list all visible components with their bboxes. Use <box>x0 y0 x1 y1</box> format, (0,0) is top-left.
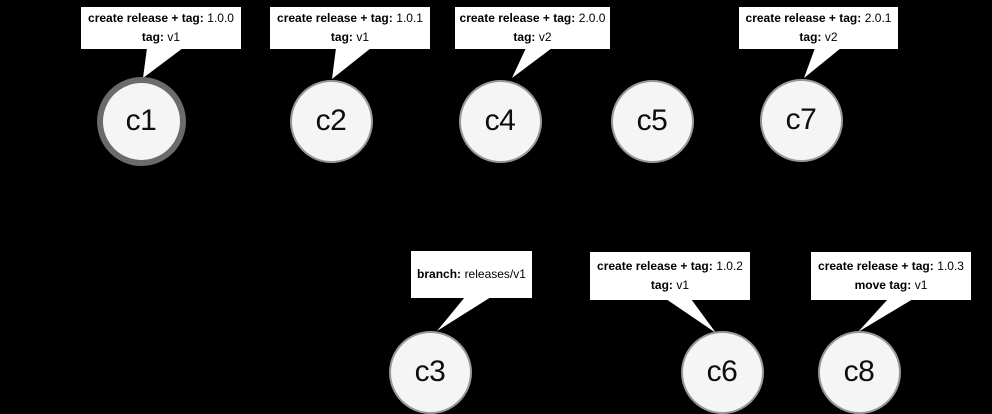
callout-field-value: 2.0.0 <box>578 11 606 25</box>
callout-line-2: move tag:v1 <box>811 276 971 295</box>
callout-field-value: 1.0.0 <box>207 11 234 25</box>
callout-c1: create release + tag:1.0.0 tag:v1 <box>81 7 241 49</box>
callout-c4: create release + tag:2.0.0 tag:v2 <box>455 7 610 49</box>
callout-tail-c4 <box>512 48 552 78</box>
callout-field-label: tag: <box>513 30 536 44</box>
commit-node-c1: c1 <box>96 76 186 166</box>
callout-field-label: branch: <box>417 267 462 281</box>
callout-field-value: v2 <box>538 30 552 44</box>
callout-field-label: create release + tag: <box>459 11 576 25</box>
callout-field-value: 1.0.3 <box>937 259 964 273</box>
callout-c6: create release + tag:1.0.2 tag:v1 <box>590 252 750 300</box>
callout-field-value: v1 <box>914 278 928 292</box>
callout-c7: create release + tag:2.0.1 tag:v2 <box>739 7 898 49</box>
callout-line-2: tag:v1 <box>270 28 430 47</box>
callout-field-value: 1.0.2 <box>716 259 743 273</box>
callout-field-value: v1 <box>676 278 690 292</box>
commit-node-c8: c8 <box>817 330 901 414</box>
callout-c2: create release + tag:1.0.1 tag:v1 <box>270 7 430 49</box>
callout-line-2: tag:v2 <box>455 28 610 47</box>
callout-field-label: create release + tag: <box>277 11 393 25</box>
callout-line-1: create release + tag:1.0.0 <box>81 9 241 28</box>
commit-node-label: c5 <box>636 104 668 137</box>
callout-line-1: create release + tag:2.0.1 <box>739 9 898 28</box>
callout-line-2: tag:v1 <box>81 28 241 47</box>
commit-node-c3: c3 <box>388 330 472 414</box>
callout-field-label: tag: <box>141 30 164 44</box>
commit-node-label: c8 <box>843 355 875 388</box>
callout-tail-c1 <box>143 48 183 78</box>
commit-node-c2: c2 <box>289 79 373 163</box>
callout-tail-c3 <box>437 297 491 331</box>
commit-node-label: c4 <box>484 104 516 137</box>
callout-tail-c8 <box>858 299 913 332</box>
commit-node-label: c6 <box>706 355 738 388</box>
callout-line-1: create release + tag:1.0.2 <box>590 257 750 276</box>
callout-field-value: releases/v1 <box>464 267 526 281</box>
commit-node-c4: c4 <box>458 79 542 163</box>
commit-node-label: c3 <box>414 355 446 388</box>
commit-node-label: c7 <box>785 103 817 136</box>
callout-field-label: move tag: <box>854 278 912 292</box>
commit-node-label: c1 <box>125 104 157 137</box>
callout-line-2: tag:v1 <box>590 276 750 295</box>
callout-line-2: tag:v2 <box>739 28 898 47</box>
callout-field-value: v1 <box>356 30 370 44</box>
commit-node-c6: c6 <box>680 330 764 414</box>
commit-node-c5: c5 <box>610 79 694 163</box>
callout-field-label: create release + tag: <box>597 259 713 273</box>
callout-c8: create release + tag:1.0.3 move tag:v1 <box>811 252 971 300</box>
callout-tail-c6 <box>666 299 716 333</box>
callout-line-1: branch:releases/v1 <box>411 265 532 284</box>
callout-field-label: tag: <box>799 30 822 44</box>
callout-line-1: create release + tag:1.0.3 <box>811 257 971 276</box>
callout-field-label: create release + tag: <box>818 259 934 273</box>
commit-node-c7: c7 <box>759 78 843 162</box>
callout-field-value: 1.0.1 <box>396 11 423 25</box>
callout-field-value: v1 <box>167 30 181 44</box>
callout-field-label: create release + tag: <box>745 11 862 25</box>
callout-c3: branch:releases/v1 <box>411 251 532 298</box>
callout-tail-c7 <box>804 48 841 78</box>
callout-field-value: 2.0.1 <box>864 11 892 25</box>
callout-field-label: tag: <box>650 278 673 292</box>
callout-tail-c2 <box>332 48 371 79</box>
commit-node-label: c2 <box>315 104 347 137</box>
callout-field-label: tag: <box>330 30 353 44</box>
callout-field-label: create release + tag: <box>88 11 204 25</box>
callout-line-1: create release + tag:2.0.0 <box>455 9 610 28</box>
callout-field-value: v2 <box>824 30 838 44</box>
callout-line-1: create release + tag:1.0.1 <box>270 9 430 28</box>
